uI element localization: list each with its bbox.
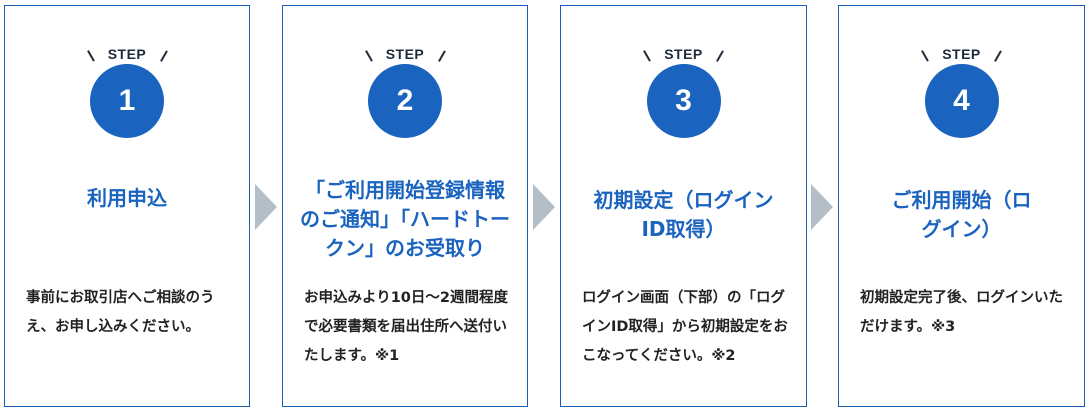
tick-left-icon (921, 50, 929, 62)
arrow-right-icon (533, 184, 555, 230)
step-label: STEP (643, 46, 724, 62)
tick-left-icon (364, 50, 373, 62)
step-label: STEP (364, 46, 446, 62)
step-card-1: STEP 1 利用申込 事前にお取引店へご相談のうえ、お申し込みください。 (4, 5, 250, 407)
step-number-badge: 1 (90, 64, 164, 138)
step-title: 「ご利用開始登録情報のご通知」「ハードトークン」のお受取り (300, 178, 510, 260)
step-description: お申込みより10日～2週間程度で必要書類を届出住所へ送付いたします。※1 (304, 290, 508, 364)
step-number-badge: 2 (368, 64, 442, 138)
step-card-2: STEP 2 「ご利用開始登録情報のご通知」「ハードトークン」のお受取り お申込… (282, 5, 528, 407)
step-title: 初期設定（ログインID取得） (593, 188, 774, 241)
step-description: 事前にお取引店へご相談のうえ、お申し込みください。 (26, 290, 215, 335)
tick-right-icon (994, 50, 1002, 62)
arrow-right-icon (255, 184, 277, 230)
arrow-right-icon (811, 184, 833, 230)
tick-right-icon (716, 50, 724, 62)
step-label: STEP (921, 46, 1002, 62)
step-title: 利用申込 (87, 186, 167, 210)
step-card-4: STEP 4 ご利用開始（ログイン） 初期設定完了後、ログインいただけます。※3 (838, 5, 1085, 407)
step-number-badge: 3 (646, 64, 721, 138)
step-title: ご利用開始（ログイン） (891, 188, 1032, 241)
step-number-badge: 4 (924, 64, 999, 138)
step-description: 初期設定完了後、ログインいただけます。※3 (860, 290, 1063, 335)
step-card-3: STEP 3 初期設定（ログインID取得） ログイン画面（下部）の「ログインID… (560, 5, 807, 407)
step-label: STEP (86, 46, 168, 62)
tick-left-icon (643, 50, 651, 62)
tick-right-icon (437, 50, 446, 62)
tick-right-icon (159, 50, 168, 62)
tick-left-icon (86, 50, 95, 62)
step-description: ログイン画面（下部）の「ログインID取得」から初期設定をおこなってください。※2 (582, 290, 788, 364)
